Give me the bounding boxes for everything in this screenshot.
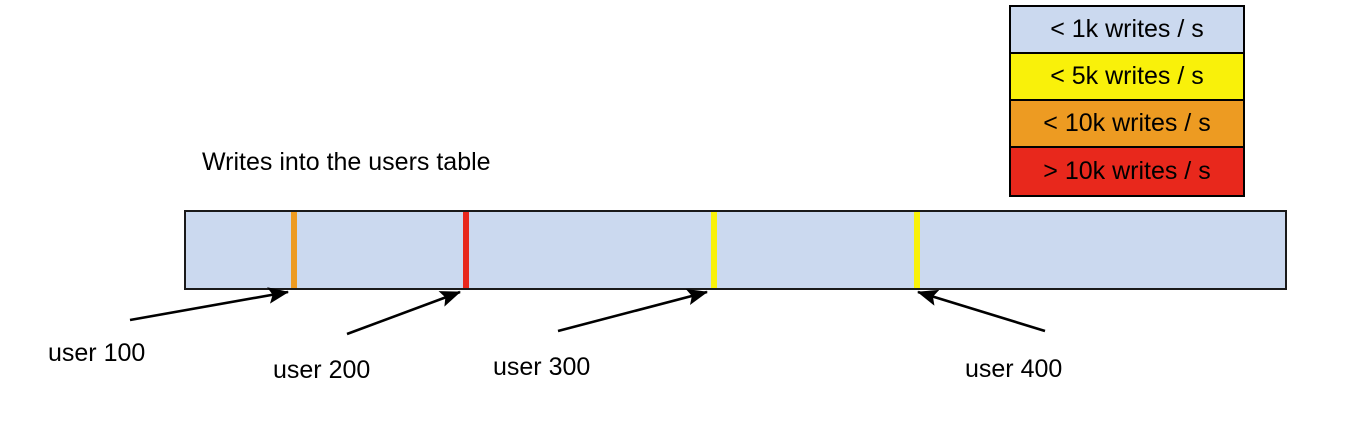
write-rate-legend: < 1k writes / s < 5k writes / s < 10k wr… <box>1009 5 1245 197</box>
user-300-stripe <box>711 212 717 288</box>
user-300-label: user 300 <box>493 353 591 381</box>
legend-row-over-10k: > 10k writes / s <box>1011 148 1243 195</box>
legend-label-under-1k: < 1k writes / s <box>1050 15 1204 43</box>
user-400-arrow <box>917 289 1046 333</box>
user-400-label: user 400 <box>965 355 1063 383</box>
legend-row-under-1k: < 1k writes / s <box>1011 7 1243 54</box>
legend-row-under-5k: < 5k writes / s <box>1011 54 1243 101</box>
legend-row-under-10k: < 10k writes / s <box>1011 101 1243 148</box>
legend-label-over-10k: > 10k writes / s <box>1043 157 1211 185</box>
user-200-label: user 200 <box>273 356 371 384</box>
keyspace-bar <box>184 210 1287 290</box>
user-100-arrow <box>129 287 290 322</box>
user-200-arrow <box>346 290 461 336</box>
chart-title: Writes into the users table <box>202 148 491 176</box>
user-400-stripe <box>914 212 920 288</box>
user-100-stripe <box>291 212 297 288</box>
user-100-label: user 100 <box>48 339 146 367</box>
legend-label-under-10k: < 10k writes / s <box>1043 109 1211 137</box>
user-300-arrow <box>557 288 709 333</box>
legend-label-under-5k: < 5k writes / s <box>1050 62 1204 90</box>
user-200-stripe <box>463 212 469 288</box>
